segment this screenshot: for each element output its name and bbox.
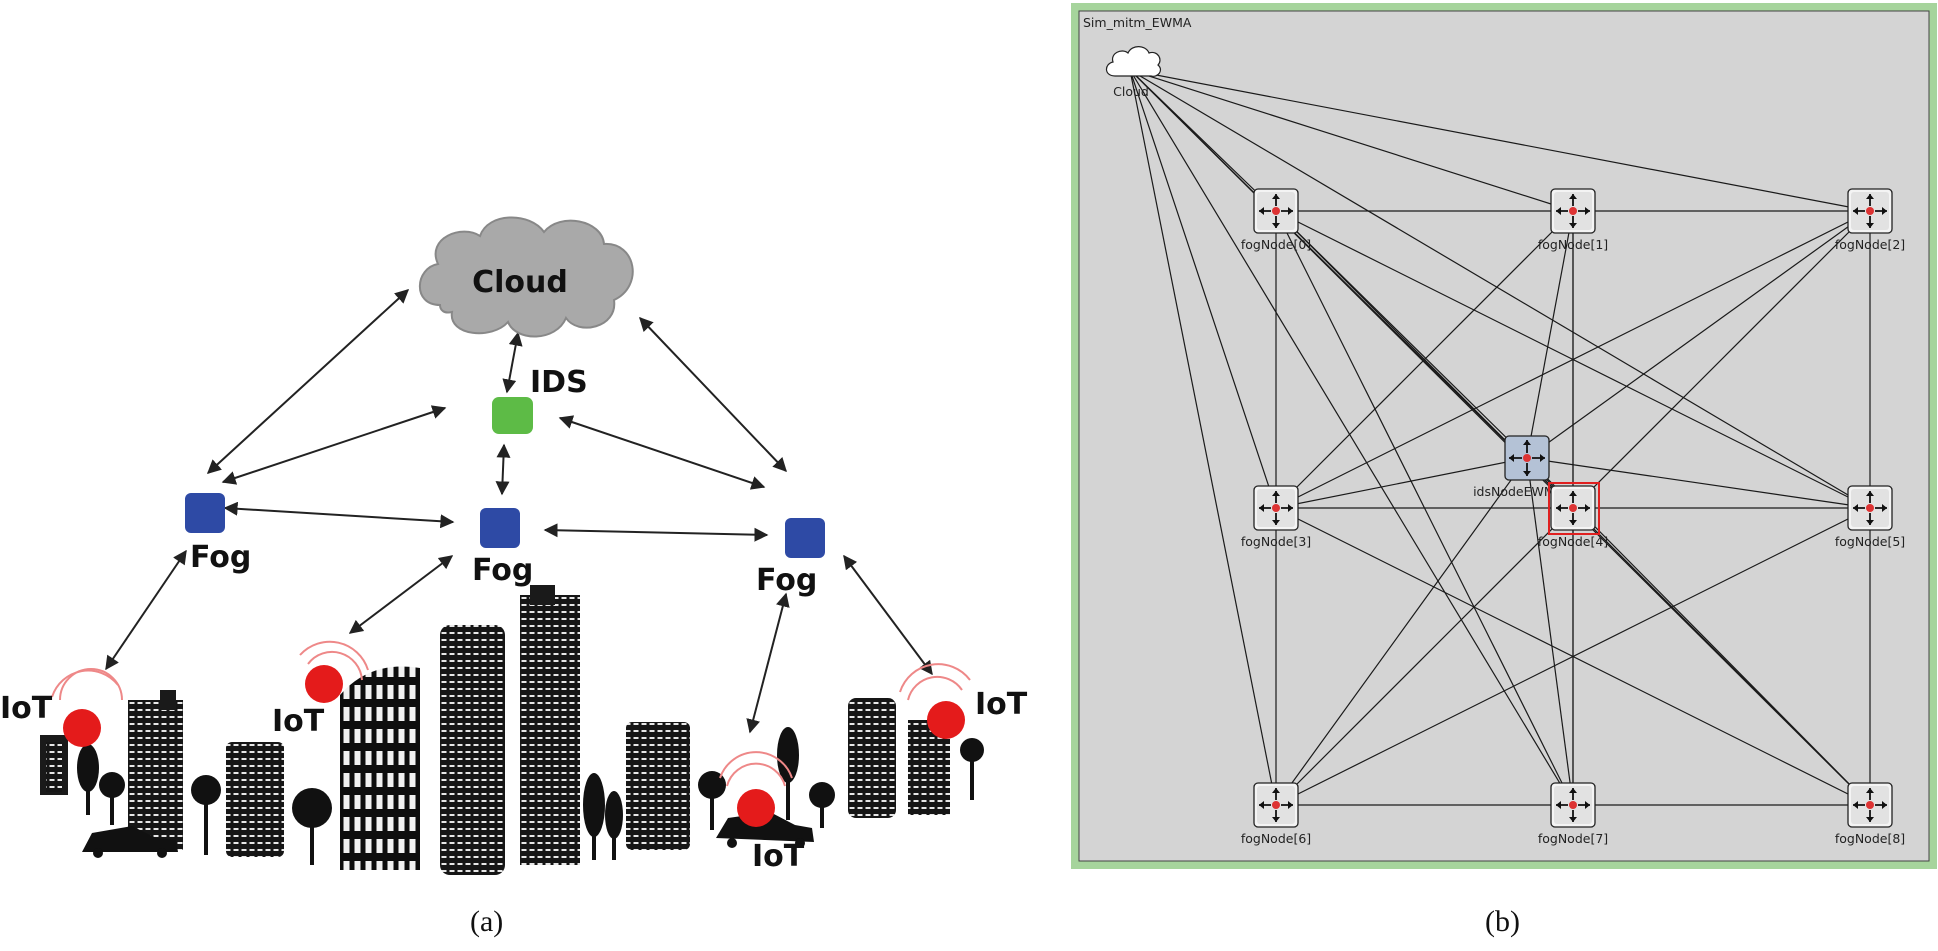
fog-node-module[interactable]: fogNode[5]: [1835, 485, 1905, 549]
ids-label: IDS: [530, 365, 588, 400]
network-link: [1275, 457, 1528, 509]
network-link: [1275, 210, 1871, 509]
fog-node-label: fogNode[4]: [1538, 534, 1608, 549]
network-link: [1526, 210, 1574, 459]
network-link: [1129, 69, 1871, 806]
network-link: [1275, 507, 1871, 806]
fog-node-module[interactable]: fogNode[3]: [1241, 485, 1311, 549]
fog-node-label: fogNode[3]: [1241, 534, 1311, 549]
connection-arrows: [105, 289, 933, 734]
caption-b: (b): [1485, 905, 1520, 938]
iot-device: IoT: [899, 663, 1028, 739]
iot-label: IoT: [975, 687, 1028, 722]
network-link: [1129, 69, 1574, 806]
caption-a: (a): [470, 905, 504, 938]
fog-node-label: fogNode[5]: [1835, 534, 1905, 549]
fog-node: Fog: [472, 508, 533, 588]
iot-label: IoT: [272, 704, 325, 739]
network-link: [1129, 69, 1871, 509]
omnet-network-view: Sim_mitm_EWMA Cloud idsNodeEWMA[0] fogNo…: [1071, 3, 1937, 869]
fog-node: Fog: [756, 518, 825, 598]
network-link: [1129, 69, 1871, 212]
fog-node-label: fogNode[0]: [1241, 237, 1311, 252]
fog-node-label: fogNode[6]: [1241, 831, 1311, 846]
fog-node-module[interactable]: fogNode[1]: [1538, 188, 1608, 252]
fog-label: Fog: [472, 553, 533, 588]
iot-device: IoT: [0, 668, 123, 747]
network-link: [1129, 69, 1574, 212]
selection-highlight: [1548, 482, 1600, 535]
iot-device: IoT: [272, 640, 369, 739]
cloud-module-label: Cloud: [1113, 84, 1149, 99]
fog-node-module[interactable]: fogNode[4]: [1538, 485, 1608, 549]
cloud-node: Cloud: [418, 216, 634, 338]
iot-device: IoT: [719, 751, 805, 874]
network-title: Sim_mitm_EWMA: [1083, 15, 1192, 30]
network-link: [1129, 69, 1277, 806]
fog-node-label: fogNode[2]: [1835, 237, 1905, 252]
fog-label: Fog: [756, 563, 817, 598]
cloud-module[interactable]: Cloud: [1105, 46, 1162, 99]
fog-node-label: fogNode[8]: [1835, 831, 1905, 846]
network-link: [1129, 69, 1277, 509]
network-link: [1526, 457, 1871, 509]
network-link: [1526, 210, 1871, 459]
fog-node-module[interactable]: fogNode[2]: [1835, 188, 1905, 252]
ids-node: IDS: [492, 365, 588, 434]
network-link: [1275, 210, 1528, 459]
iot-label: IoT: [752, 839, 805, 874]
fog-node-module[interactable]: fogNode[0]: [1241, 188, 1311, 252]
fog-iot-architecture-diagram: Cloud IDS Fog Fog Fog IoT IoT IoT: [0, 216, 1028, 875]
fog-node-label: fogNode[1]: [1538, 237, 1608, 252]
fog-node-module[interactable]: fogNode[8]: [1835, 782, 1905, 846]
iot-label: IoT: [0, 691, 53, 726]
network-link: [1275, 210, 1574, 806]
network-link: [1526, 457, 1574, 806]
fog-node-label: fogNode[7]: [1538, 831, 1608, 846]
fog-node-module[interactable]: fogNode[7]: [1538, 782, 1608, 846]
cloud-label: Cloud: [472, 265, 568, 300]
network-link: [1275, 457, 1528, 806]
city-skyline: [40, 585, 984, 875]
fog-node: Fog: [185, 493, 251, 575]
fog-node-module[interactable]: fogNode[6]: [1241, 782, 1311, 846]
fog-label: Fog: [190, 540, 251, 575]
network-links: [1129, 69, 1871, 806]
network-link: [1275, 210, 1574, 509]
